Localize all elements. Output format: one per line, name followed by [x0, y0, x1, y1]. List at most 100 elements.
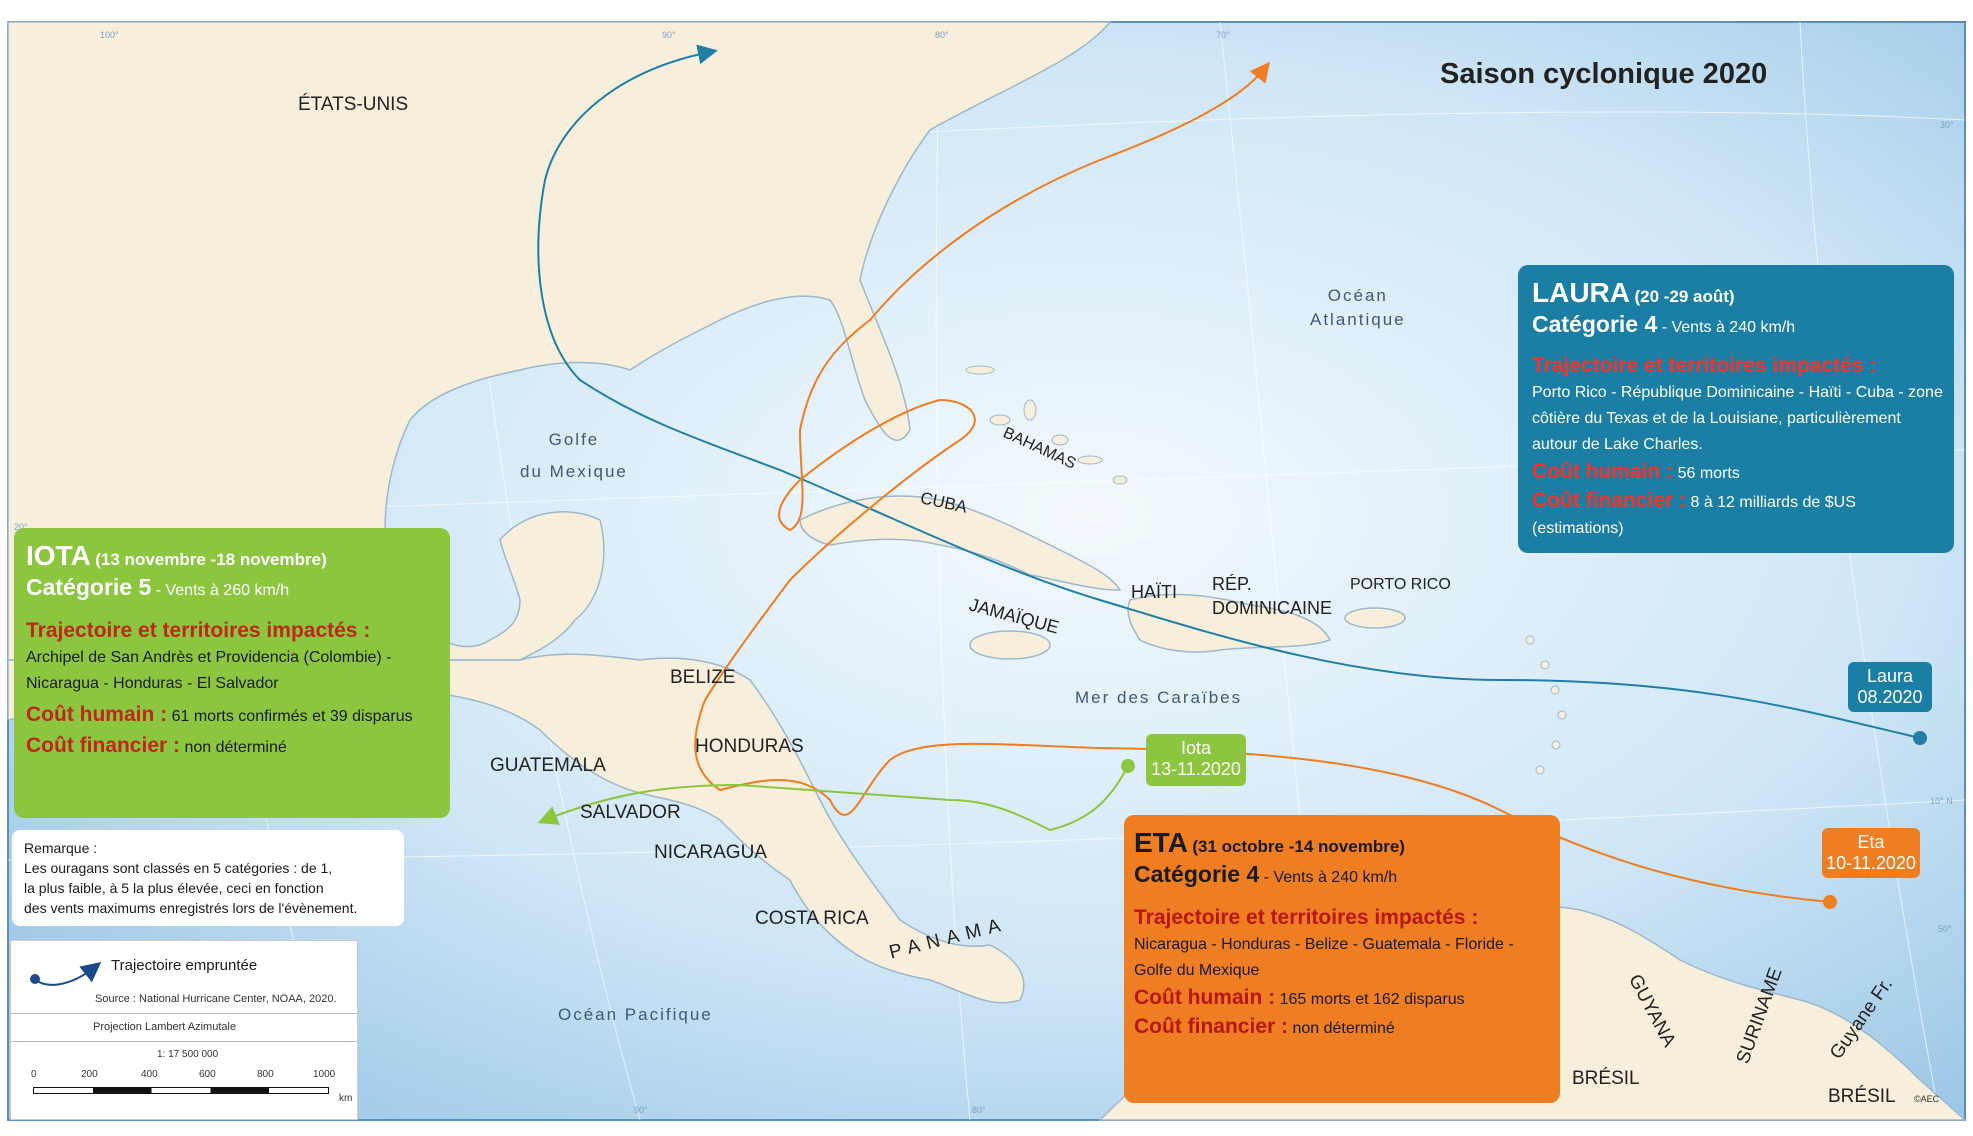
laura-category: Catégorie 4 [1532, 311, 1658, 337]
graticule-label-80w-bottom: 80° [972, 1105, 986, 1115]
hispaniola-land [1127, 593, 1332, 653]
iota-human-label: Coût humain : [26, 703, 168, 726]
scale-tick-800: 800 [257, 1069, 274, 1080]
costa-rica-label: COSTA RICA [755, 908, 869, 929]
gulf-of-mexico-label: Golfe du Mexique [520, 430, 628, 482]
graticule-label-90w-bottom: 90° [634, 1105, 648, 1115]
pacific-ocean-label: Océan Pacifique [558, 1005, 713, 1024]
laura-territories: Porto Rico - République Dominicaine - Ha… [1532, 384, 1943, 453]
eta-category: Catégorie 4 [1134, 861, 1260, 887]
atlantic-ocean-label: Océan Atlantique [1310, 286, 1406, 330]
trajectory-arrow-icon [30, 962, 102, 986]
graticule-label-100w: 100° [100, 30, 119, 40]
laura-fin: 8 à 12 milliards de $US (estimations) [1532, 494, 1856, 537]
iota-info-box: IOTA (13 novembre -18 novembre) Catégori… [14, 528, 450, 818]
laura-human: 56 morts [1677, 465, 1740, 482]
graticule-label-50w: 50° [1938, 924, 1952, 934]
eta-fin-label: Coût financier : [1134, 1015, 1289, 1038]
eta-fin: non déterminé [1292, 1020, 1395, 1037]
atlantic-line-2: Atlantique [1310, 310, 1406, 329]
scale-tick-0: 0 [31, 1069, 37, 1080]
remark-line-3: des vents maximums enregistrés lors de l… [24, 900, 358, 916]
eta-winds: - Vents à 240 km/h [1259, 869, 1398, 886]
iota-name: IOTA [26, 540, 91, 571]
legend-source: Source : National Hurricane Center, NOAA… [95, 993, 337, 1005]
remark-line-2: la plus faible, à 5 la plus élevée, ceci… [24, 880, 324, 896]
eta-human-label: Coût humain : [1134, 986, 1276, 1009]
laura-tag-name: Laura [1866, 666, 1914, 686]
laura-traj-title: Trajectoire et territoires impactés : [1532, 354, 1877, 377]
legend-projection: Projection Lambert Azimutale [93, 1021, 237, 1033]
scale-tick-600: 600 [199, 1069, 216, 1080]
iota-track-tag: Iota 13-11.2020 [1146, 734, 1246, 786]
iota-fin: non déterminé [184, 739, 287, 756]
map-title: Saison cyclonique 2020 [1440, 58, 1768, 90]
central-america-land [7, 653, 1025, 1004]
cuba-land [799, 495, 1122, 591]
eta-territories: Nicaragua - Honduras - Belize - Guatemal… [1134, 936, 1514, 979]
usa-label: ÉTATS-UNIS [298, 94, 409, 115]
laura-dates: (20 -29 août) [1634, 287, 1735, 306]
graticule-label-90w: 90° [662, 30, 676, 40]
eta-tag-date: 10-11.2020 [1826, 853, 1916, 873]
iota-tag-name: Iota [1180, 738, 1212, 758]
remark-box: Remarque : Les ouragans sont classés en … [12, 830, 404, 926]
legend-arrow-label: Trajectoire empruntée [111, 957, 258, 974]
iota-human: 61 morts confirmés et 39 disparus [171, 708, 413, 725]
laura-human-label: Coût humain : [1532, 460, 1674, 483]
eta-dates: (31 octobre -14 novembre) [1192, 837, 1405, 856]
eta-name: ETA [1134, 827, 1188, 858]
scale-tick-1000: 1000 [313, 1069, 336, 1080]
guatemala-label: GUATEMALA [490, 755, 606, 776]
iota-tag-date: 13-11.2020 [1151, 759, 1241, 779]
graticule-label-10n: 10° N [1930, 796, 1953, 806]
belize-label: BELIZE [670, 667, 736, 688]
iota-territories: Archipel de San Andrès et Providencia (C… [26, 649, 392, 692]
remark-title: Remarque : [24, 840, 98, 856]
gulf-line-2: du Mexique [520, 462, 628, 481]
rep-dom-line-2: DOMINICAINE [1212, 598, 1333, 618]
scale-tick-400: 400 [141, 1069, 158, 1080]
iota-traj-title: Trajectoire et territoires impactés : [26, 619, 371, 642]
iota-dates: (13 novembre -18 novembre) [95, 550, 327, 569]
laura-origin-dot [1913, 731, 1927, 745]
eta-track-tag: Eta 10-11.2020 [1822, 828, 1920, 878]
eta-human: 165 morts et 162 disparus [1279, 991, 1465, 1008]
credit-mark: ©AEC [1914, 1094, 1940, 1104]
iota-fin-label: Coût financier : [26, 734, 181, 757]
laura-fin-label: Coût financier : [1532, 489, 1687, 512]
laura-track [537, 44, 1921, 739]
eta-traj-title: Trajectoire et territoires impactés : [1134, 906, 1479, 929]
iota-origin-dot [1121, 759, 1135, 773]
puerto-rico-land [1344, 607, 1406, 629]
rep-dom-label: RÉP. DOMINICAINE [1212, 572, 1332, 620]
laura-track-tag: Laura 08.2020 [1848, 662, 1932, 712]
laura-info-box: LAURA (20 -29 août) Catégorie 4 - Vents … [1518, 265, 1954, 553]
laura-name: LAURA [1532, 277, 1630, 308]
graticule-label-30n: 30° [1940, 120, 1954, 130]
scale-tick-200: 200 [81, 1069, 98, 1080]
scale-unit: km [339, 1093, 353, 1104]
honduras-label: HONDURAS [695, 736, 804, 757]
legend-box: Trajectoire empruntée Source : National … [10, 940, 358, 1120]
graticule-label-70w: 70° [1216, 30, 1230, 40]
puerto-rico-label: PORTO RICO [1350, 576, 1451, 593]
nicaragua-label: NICARAGUA [654, 842, 767, 863]
iota-winds: - Vents à 260 km/h [151, 582, 290, 599]
iota-track [537, 765, 1129, 832]
bahamas-islands [965, 365, 1128, 485]
lesser-antilles [1525, 635, 1567, 775]
laura-tag-date: 08.2020 [1857, 687, 1923, 707]
scale-bar [33, 1087, 329, 1094]
iota-category: Catégorie 5 [26, 574, 152, 600]
legend-divider [11, 1013, 357, 1014]
bresil-label-1: BRÉSIL [1572, 1068, 1640, 1089]
salvador-label: SALVADOR [580, 802, 681, 823]
rep-dom-line-1: RÉP. [1212, 574, 1252, 594]
caribbean-sea-label: Mer des Caraïbes [1075, 688, 1243, 707]
graticule-label-20n: 20° [14, 522, 28, 532]
atlantic-line-1: Océan [1327, 286, 1388, 305]
haiti-label: HAÏTI [1131, 582, 1178, 602]
eta-origin-dot [1823, 895, 1837, 909]
eta-tag-name: Eta [1857, 832, 1885, 852]
